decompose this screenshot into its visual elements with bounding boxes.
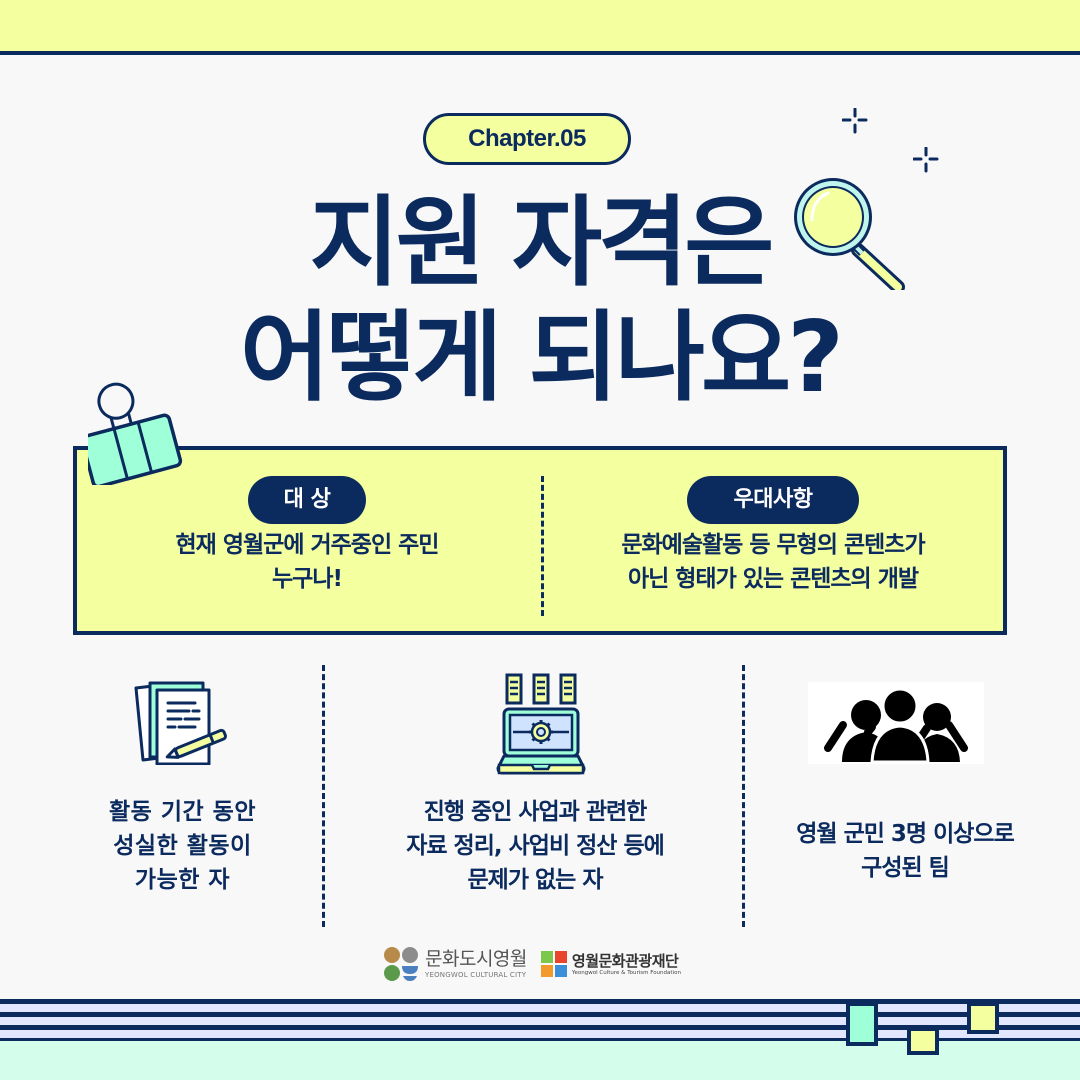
sparkle-icon [842,108,868,134]
footer-logos: 문화도시영월 YEONGWOL CULTURAL CITY 영월문화관광재단 Y… [383,944,681,984]
decorative-block [907,1027,939,1055]
top-banner [0,0,1080,55]
group-people-icon [808,682,984,764]
chapter-badge: Chapter.05 [423,113,631,165]
target-section: 대 상 현재 영월군에 거주중인 주민 누구나! [77,476,537,596]
foundation-logo-icon [540,951,567,977]
decorative-block [967,1002,999,1034]
laptop-settings-icon [496,673,586,775]
dashed-divider [742,665,745,927]
cultural-city-logo-icon [384,947,418,981]
bottom-band [0,1041,1080,1080]
preference-section: 우대사항 문화예술활동 등 무형의 콘텐츠가 아닌 형태가 있는 콘텐츠의 개발 [543,476,1003,596]
decorative-block [846,1002,878,1046]
dashed-divider [541,476,544,616]
title-line-2: 어떻게 되나요? [240,301,844,415]
preference-description: 문화예술활동 등 무형의 콘텐츠가 아닌 형태가 있는 콘텐츠의 개발 [621,532,925,592]
binder-clip-icon [88,382,183,485]
foundation-logo: 영월문화관광재단 Yeongwol Culture & Tourism Foun… [540,951,681,977]
cultural-city-logo: 문화도시영월 YEONGWOL CULTURAL CITY [383,946,527,982]
page-title: 지원 자격은 어떻게 되나요? [0,186,1080,416]
target-badge: 대 상 [248,476,366,524]
eligibility-box: 대 상 현재 영월군에 거주중인 주민 누구나! 우대사항 문화예술활동 등 무… [73,446,1007,635]
sparkle-icon [913,147,939,173]
requirement-activity: 활동 기간 동안 성실한 활동이 가능한 자 [109,799,256,893]
document-pen-icon [134,681,227,765]
preference-badge: 우대사항 [687,476,859,524]
dashed-divider [322,665,325,927]
magnifier-icon [794,178,905,290]
title-line-1: 지원 자격은 [309,186,775,300]
target-description: 현재 영월군에 거주중인 주민 누구나! [175,532,440,592]
chapter-label: Chapter.05 [468,125,586,152]
requirement-team: 영월 군민 3명 이상으로 구성된 팀 [796,821,1014,881]
requirement-admin: 진행 중인 사업과 관련한 자료 정리, 사업비 정산 등에 문제가 없는 자 [406,799,665,893]
